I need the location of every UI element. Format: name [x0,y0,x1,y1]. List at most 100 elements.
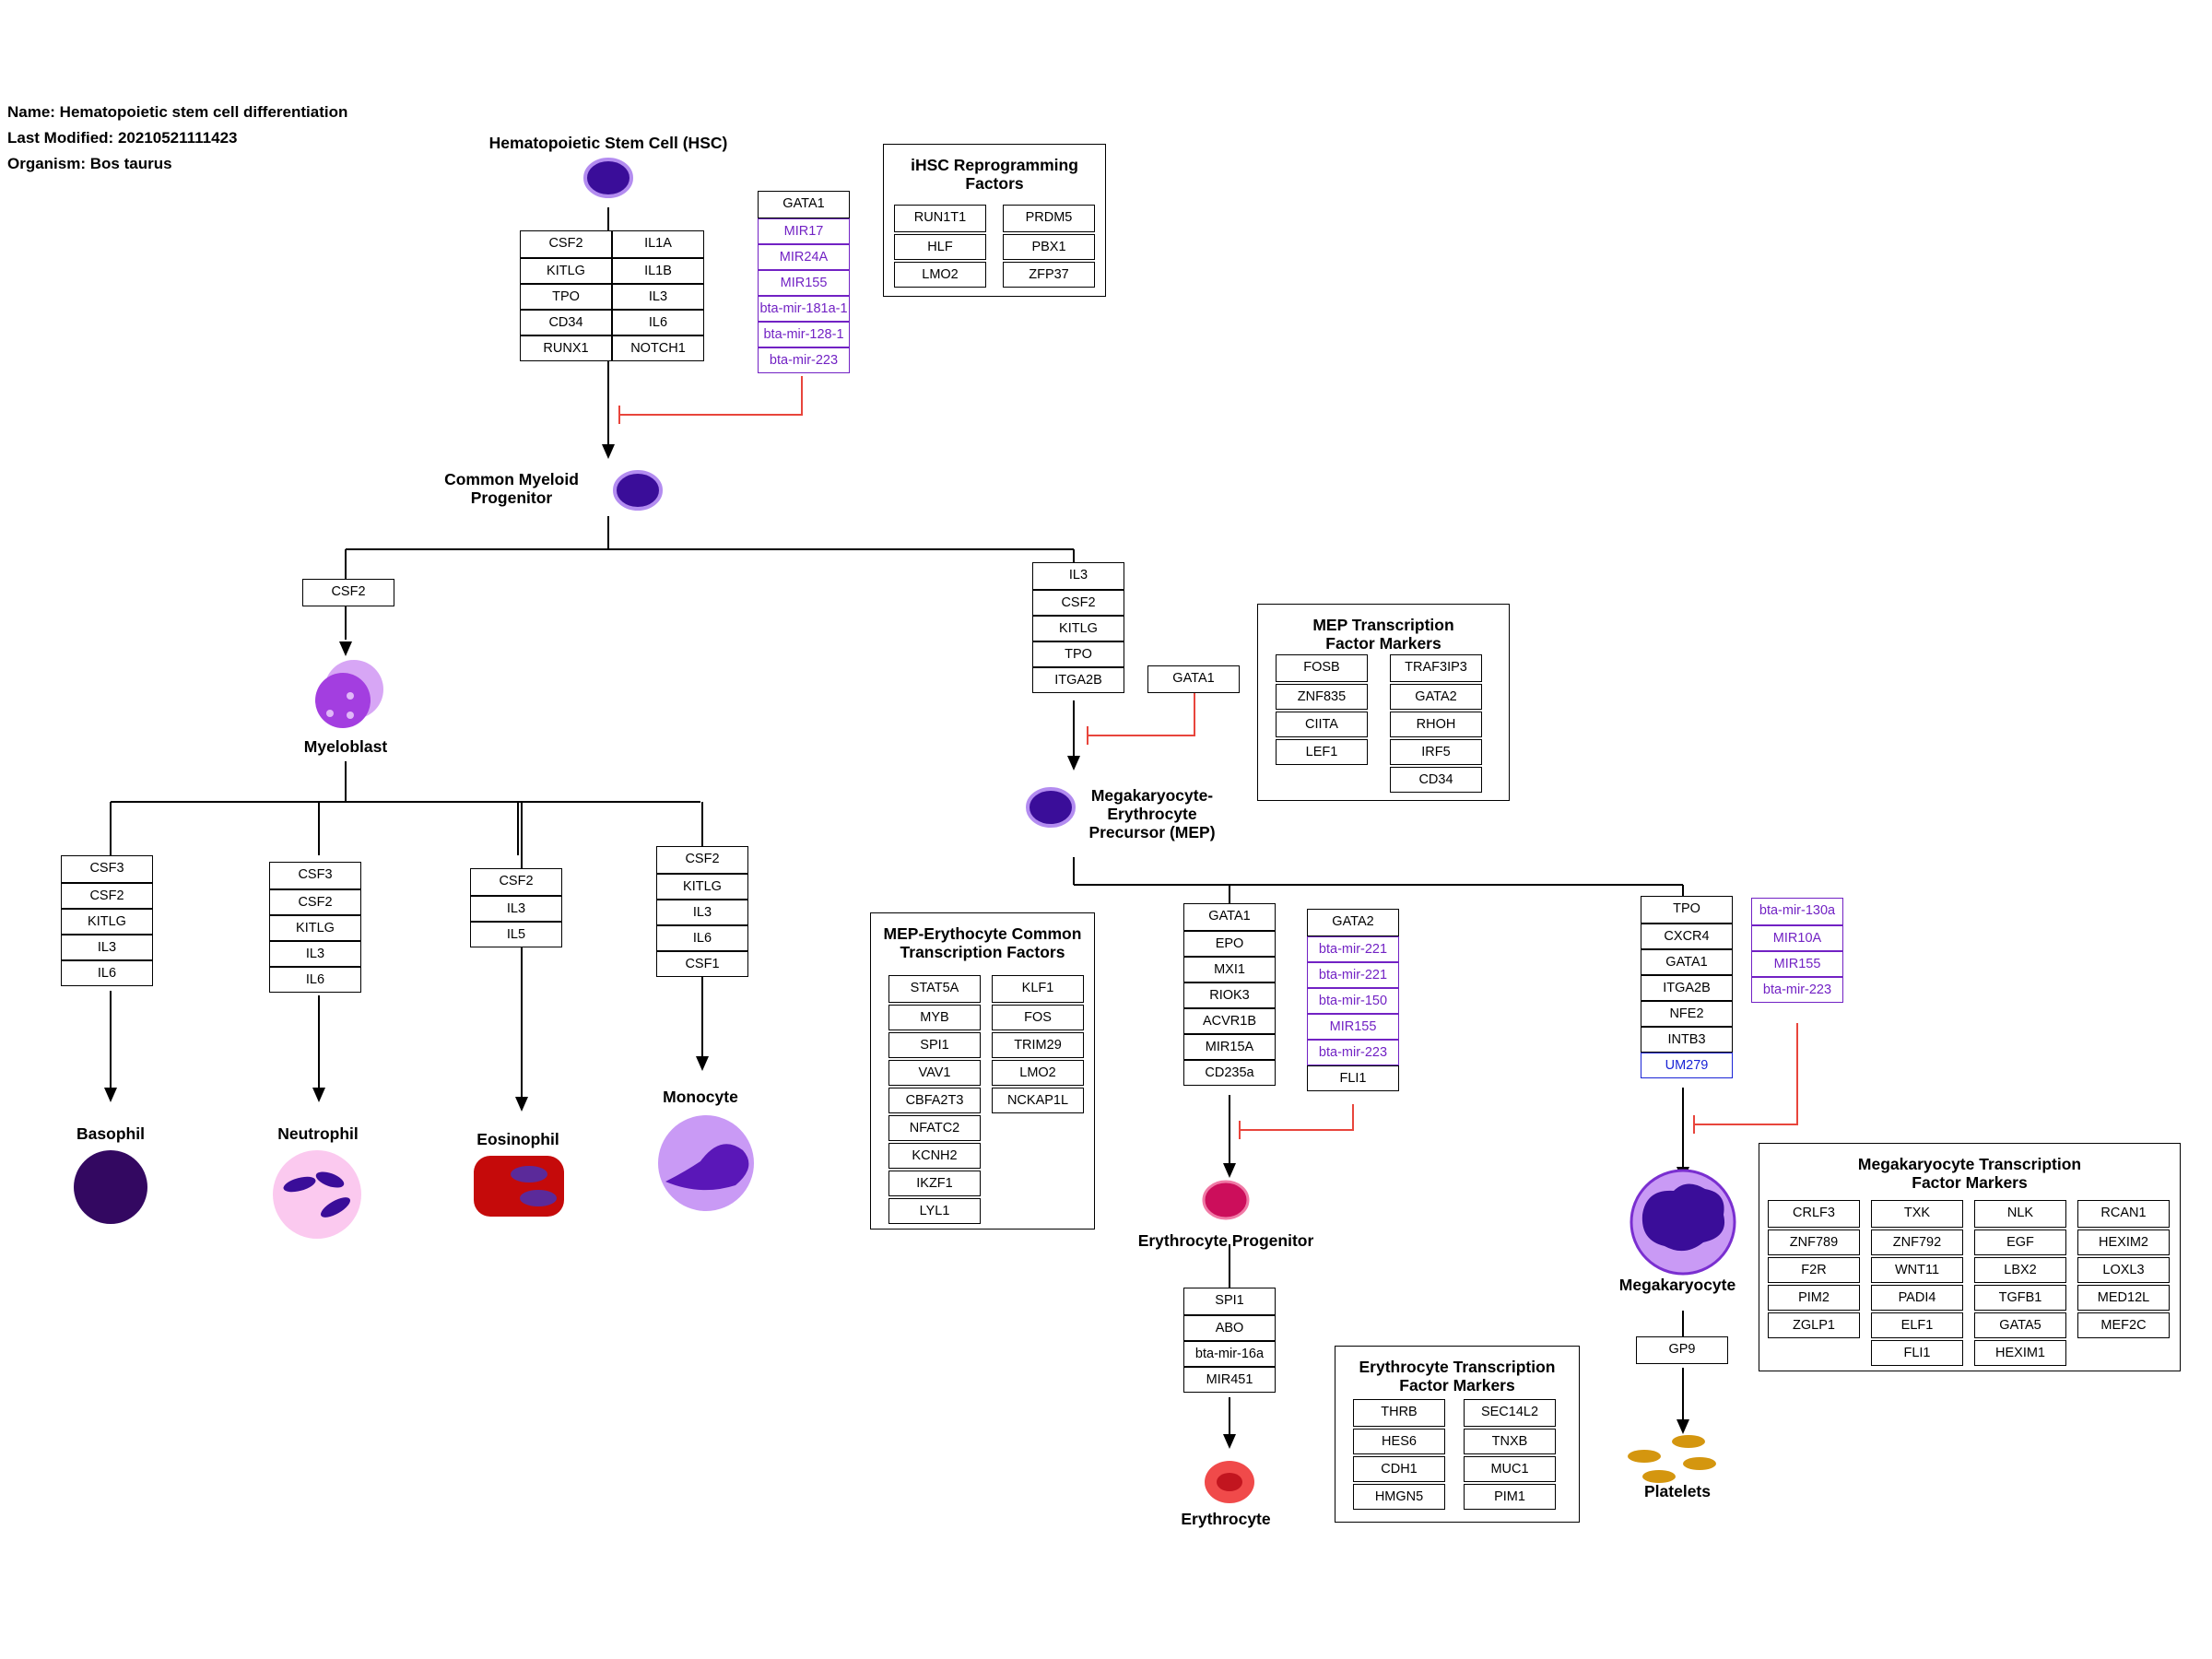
gene-box[interactable]: TPO [520,283,612,310]
gene-box[interactable]: CD235a [1183,1059,1276,1086]
gene-box[interactable]: LMO2 [894,261,986,288]
gene-box[interactable]: CIITA [1276,711,1368,737]
gene-box[interactable]: EPO [1183,930,1276,957]
gene-box[interactable]: MIR15A [1183,1033,1276,1060]
gene-box[interactable]: bta-mir-16a [1183,1340,1276,1367]
gene-box[interactable]: THRB [1353,1399,1445,1427]
gene-box[interactable]: LEF1 [1276,738,1368,765]
gene-box[interactable]: GATA2 [1307,909,1399,936]
gene-box[interactable]: CSF3 [61,855,153,883]
gene-box[interactable]: CXCR4 [1641,923,1733,949]
gene-box[interactable]: TGFB1 [1974,1284,2066,1311]
gene-box[interactable]: GATA1 [758,191,850,218]
gene-box[interactable]: ABO [1183,1314,1276,1341]
gene-box[interactable]: GATA5 [1974,1312,2066,1338]
gene-box[interactable]: GATA1 [1147,665,1240,693]
gene-box[interactable]: NCKAP1L [992,1087,1084,1113]
gene-box[interactable]: IRF5 [1390,738,1482,765]
gene-box[interactable]: IL3 [656,899,748,925]
gene-box[interactable]: PIM2 [1768,1284,1860,1311]
gene-box[interactable]: ZNF792 [1871,1229,1963,1255]
gene-box[interactable]: CSF2 [520,230,612,258]
gene-box[interactable]: MIR24A [758,243,850,270]
gene-box[interactable]: RUNX1 [520,335,612,361]
gene-box[interactable]: bta-mir-223 [1751,976,1843,1003]
gene-box[interactable]: IL6 [269,966,361,993]
gene-box[interactable]: IL3 [269,940,361,967]
gene-box[interactable]: TRAF3IP3 [1390,654,1482,682]
gene-box[interactable]: RUN1T1 [894,205,986,232]
gene-box[interactable]: ZGLP1 [1768,1312,1860,1338]
gene-box[interactable]: KCNH2 [888,1142,981,1169]
gene-box[interactable]: GATA1 [1183,903,1276,931]
gene-box[interactable]: NLK [1974,1200,2066,1228]
gene-box[interactable]: bta-mir-130a [1751,898,1843,925]
gene-box[interactable]: MEF2C [2077,1312,2170,1338]
gene-box[interactable]: TNXB [1464,1428,1556,1454]
gene-box[interactable]: PRDM5 [1003,205,1095,232]
gene-box[interactable]: KLF1 [992,975,1084,1003]
gene-box[interactable]: CSF2 [61,882,153,909]
gene-box[interactable]: IL1B [612,257,704,284]
gene-box[interactable]: IKZF1 [888,1170,981,1196]
gene-box[interactable]: bta-mir-150 [1307,987,1399,1014]
gene-box[interactable]: TXK [1871,1200,1963,1228]
gene-box[interactable]: MIR155 [1751,950,1843,977]
gene-box[interactable]: CSF2 [302,579,394,606]
gene-box[interactable]: IL3 [612,283,704,310]
gene-box[interactable]: LYL1 [888,1197,981,1224]
gene-box[interactable]: MIR17 [758,218,850,244]
gene-box[interactable]: STAT5A [888,975,981,1003]
gene-box[interactable]: KITLG [656,873,748,900]
gene-box[interactable]: IL5 [470,921,562,947]
gene-box[interactable]: MYB [888,1004,981,1030]
gene-box[interactable]: MED12L [2077,1284,2170,1311]
gene-box[interactable]: MIR451 [1183,1366,1276,1393]
gene-box[interactable]: NOTCH1 [612,335,704,361]
gene-box[interactable]: LOXL3 [2077,1256,2170,1283]
gene-box[interactable]: FLI1 [1307,1065,1399,1091]
gene-box[interactable]: ELF1 [1871,1312,1963,1338]
gene-box[interactable]: MIR155 [758,269,850,296]
gene-box[interactable]: bta-mir-221 [1307,961,1399,988]
gene-box[interactable]: IL3 [1032,562,1124,590]
gene-box[interactable]: EGF [1974,1229,2066,1255]
gene-box[interactable]: RIOK3 [1183,982,1276,1008]
gene-box[interactable]: IL3 [470,895,562,922]
gene-box[interactable]: VAV1 [888,1059,981,1086]
gene-box[interactable]: IL6 [61,959,153,986]
gene-box[interactable]: KITLG [269,914,361,941]
gene-box[interactable]: MIR10A [1751,924,1843,951]
gene-box[interactable]: KITLG [61,908,153,935]
gene-box[interactable]: TRIM29 [992,1031,1084,1058]
gene-box[interactable]: ZNF789 [1768,1229,1860,1255]
gene-box[interactable]: GATA2 [1390,683,1482,710]
gene-box[interactable]: LMO2 [992,1059,1084,1086]
gene-box[interactable]: SEC14L2 [1464,1399,1556,1427]
gene-box[interactable]: CDH1 [1353,1455,1445,1482]
gene-box[interactable]: SPI1 [888,1031,981,1058]
gene-box[interactable]: KITLG [1032,615,1124,641]
gene-box[interactable]: WNT11 [1871,1256,1963,1283]
gene-box[interactable]: ZNF835 [1276,683,1368,710]
gene-box[interactable]: CD34 [1390,766,1482,793]
gene-box[interactable]: IL3 [61,934,153,960]
gene-box[interactable]: CSF2 [1032,589,1124,616]
gene-box[interactable]: PADI4 [1871,1284,1963,1311]
gene-box[interactable]: bta-mir-181a-1 [758,295,850,322]
gene-box[interactable]: FLI1 [1871,1339,1963,1366]
gene-box[interactable]: FOS [992,1004,1084,1030]
gene-box[interactable]: bta-mir-223 [758,347,850,373]
gene-box[interactable]: MUC1 [1464,1455,1556,1482]
gene-box[interactable]: NFE2 [1641,1000,1733,1027]
gene-box[interactable]: MIR155 [1307,1013,1399,1040]
gene-box[interactable]: SPI1 [1183,1288,1276,1315]
gene-box[interactable]: CBFA2T3 [888,1087,981,1113]
gene-box[interactable]: IL6 [612,309,704,335]
gene-box[interactable]: TPO [1032,641,1124,667]
gene-box[interactable]: GP9 [1636,1336,1728,1364]
gene-box[interactable]: INTB3 [1641,1026,1733,1053]
gene-box[interactable]: HEXIM2 [2077,1229,2170,1255]
gene-box[interactable]: ITGA2B [1641,974,1733,1001]
gene-box[interactable]: GATA1 [1641,948,1733,975]
